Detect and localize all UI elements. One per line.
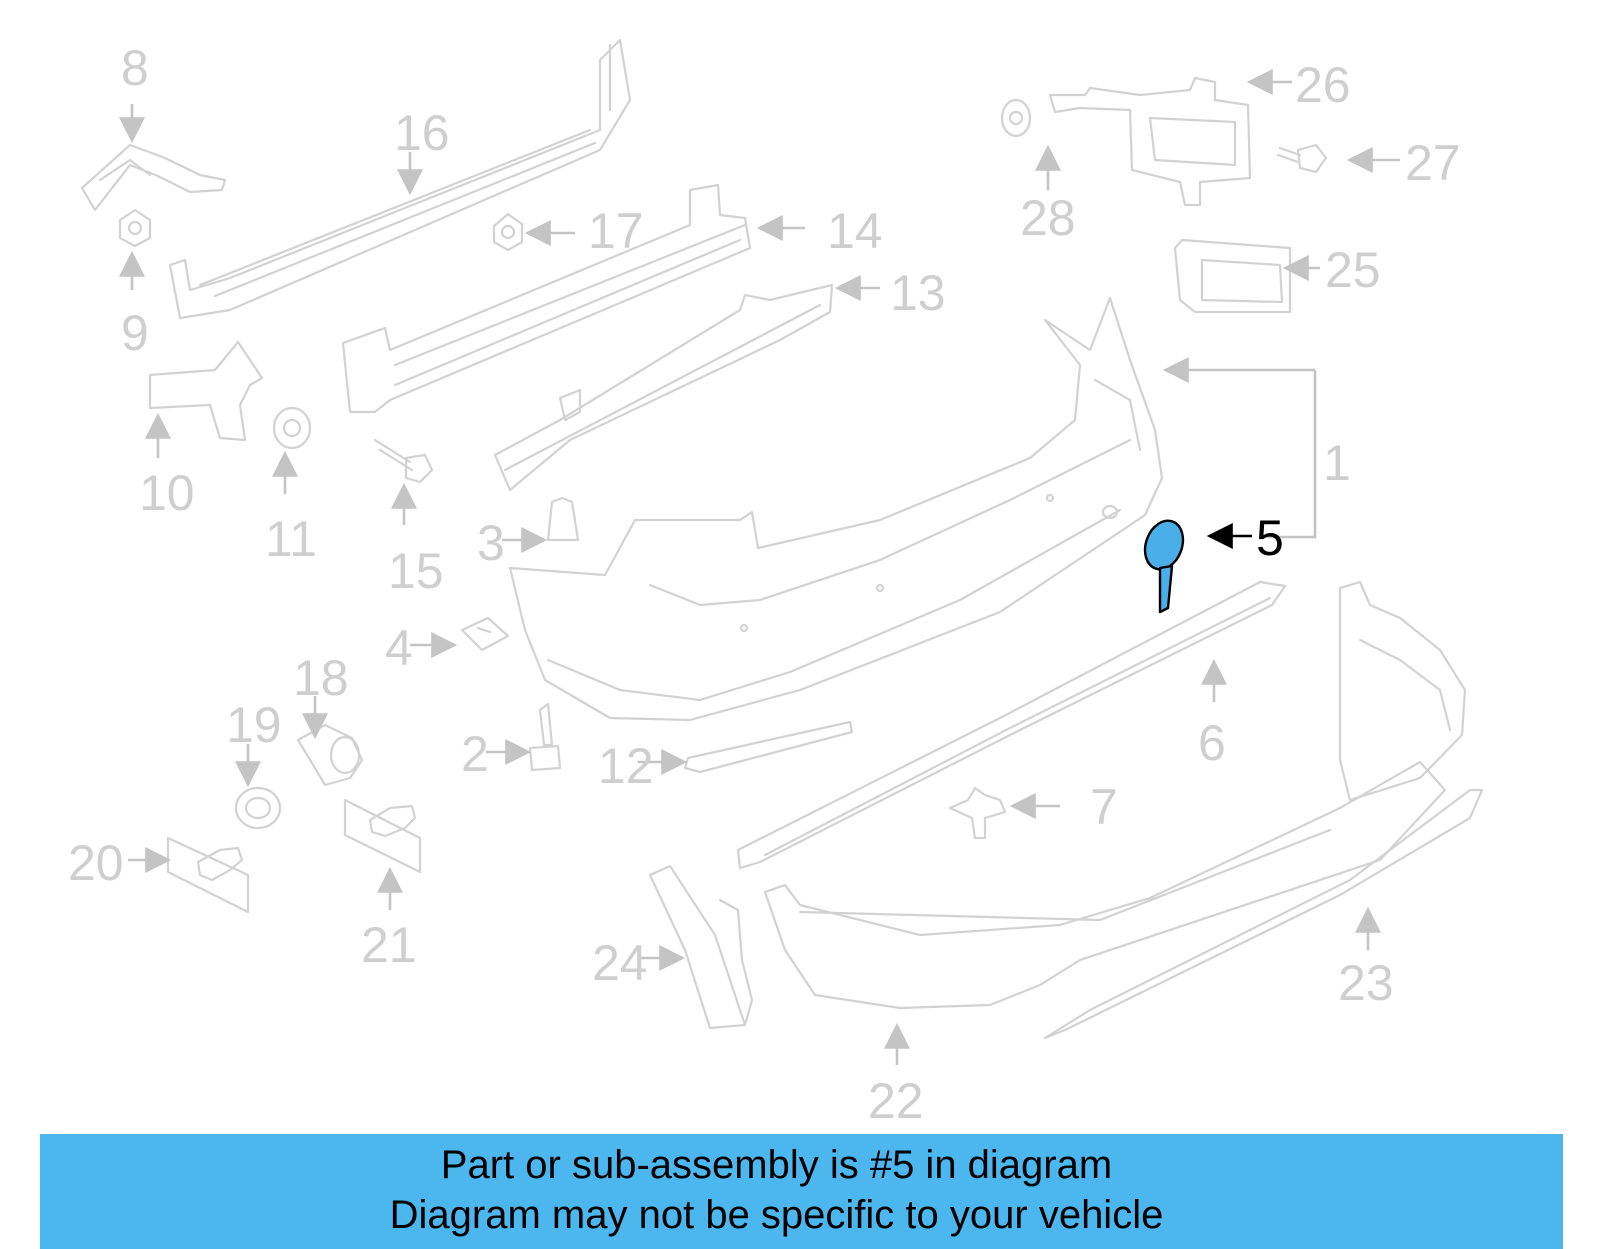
part-25-sensor: [1173, 238, 1292, 314]
part-7-clip: [948, 786, 1007, 840]
callout-3: 3: [477, 515, 505, 571]
part-4-clip: [460, 616, 510, 652]
part-27-bolt: [1276, 143, 1328, 174]
callout-14: 14: [827, 203, 883, 259]
callout-labels: 8 16 17 14 13 9 10 11 15 3 4 2 12 1 5 6 …: [68, 40, 1461, 1129]
part-12-reflector: [683, 720, 854, 774]
callout-8: 8: [121, 40, 149, 96]
part-21-bracket: [343, 798, 422, 874]
part-3-clip: [546, 496, 580, 542]
info-banner: Part or sub-assembly is #5 in diagram Di…: [40, 1134, 1563, 1249]
callout-2: 2: [461, 726, 489, 782]
callout-12: 12: [598, 738, 654, 794]
callout-1: 1: [1323, 435, 1351, 491]
part-28-nut: [1000, 98, 1032, 138]
callout-21: 21: [361, 917, 417, 973]
part-24-side-panel: [648, 864, 754, 1030]
part-6-trim: [736, 580, 1287, 870]
callout-5: 5: [1256, 510, 1284, 566]
part-15-bolt: [373, 438, 434, 484]
callout-25: 25: [1325, 242, 1381, 298]
callout-15: 15: [388, 543, 444, 599]
part-10-bracket: [148, 340, 264, 442]
callout-6: 6: [1198, 715, 1226, 771]
callout-7: 7: [1090, 779, 1118, 835]
callout-13: 13: [890, 265, 946, 321]
callout-19: 19: [226, 697, 282, 753]
part-13-beam: [493, 283, 834, 492]
callout-28: 28: [1020, 190, 1076, 246]
callout-4: 4: [385, 620, 413, 676]
part-11-nut: [272, 406, 312, 450]
part-1-bumper-cover: [508, 296, 1164, 722]
part-17-nut: [492, 212, 524, 252]
part-20-bracket: [166, 836, 250, 914]
callout-9: 9: [121, 305, 149, 361]
callout-10: 10: [139, 465, 195, 521]
callout-26: 26: [1295, 57, 1351, 113]
part-8-bracket: [80, 143, 227, 212]
banner-line-2: Diagram may not be specific to your vehi…: [389, 1193, 1164, 1237]
part-26-bracket: [1048, 76, 1252, 207]
part-19-ring: [234, 786, 282, 830]
part-16-reinforcement-bar: [168, 38, 632, 320]
callout-27: 27: [1405, 135, 1461, 191]
part-9-nut: [118, 208, 152, 248]
banner-line-1: Part or sub-assembly is #5 in diagram: [440, 1143, 1113, 1187]
callout-24: 24: [592, 935, 648, 991]
part-5-highlighted: [1143, 519, 1185, 614]
callout-11: 11: [265, 511, 317, 567]
callout-arrows: [119, 69, 1400, 1065]
callout-23: 23: [1338, 955, 1394, 1011]
part-18-sensor: [296, 723, 364, 787]
part-22-lower-cover: [763, 760, 1447, 1010]
callout-20: 20: [68, 835, 124, 891]
callout-17: 17: [588, 203, 644, 259]
part-23-lower-bumper: [1043, 580, 1484, 1040]
callout-18: 18: [293, 650, 349, 706]
callout-22: 22: [868, 1073, 924, 1129]
callout-16: 16: [394, 105, 450, 161]
part-14-beam: [341, 183, 752, 414]
part-2-screw: [528, 702, 562, 772]
